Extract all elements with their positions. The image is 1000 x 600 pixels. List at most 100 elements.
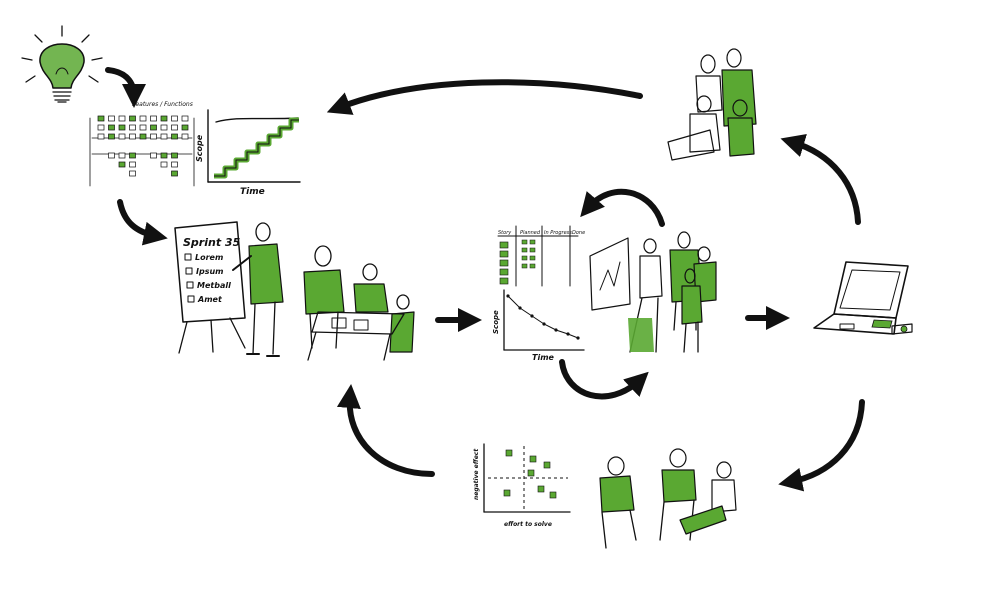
retro-note — [549, 491, 557, 499]
review-team — [667, 48, 757, 161]
release-step-line — [214, 119, 299, 177]
retro-notes — [503, 449, 557, 499]
retro-note — [505, 449, 513, 457]
laptop-icon — [813, 261, 913, 335]
retro-xlabel: effort to solve — [504, 521, 552, 528]
burndown-point — [506, 294, 510, 298]
backlog-card — [181, 124, 189, 131]
backlog-card — [150, 152, 157, 159]
backlog-card — [171, 161, 178, 168]
board-card — [499, 277, 509, 285]
board-column: Story — [498, 230, 512, 236]
backlog-card — [118, 124, 126, 131]
retro-note — [503, 489, 511, 497]
board-card — [499, 259, 509, 267]
backlog-card — [150, 133, 157, 140]
sprint-item: Amet — [197, 295, 223, 304]
backlog-card — [108, 115, 115, 122]
backlog-card — [171, 170, 178, 177]
backlog-card — [118, 152, 126, 159]
sprint-items: Lorem Ipsum Metball Amet — [184, 253, 231, 304]
backlog-card — [118, 133, 126, 140]
backlog-card — [139, 115, 147, 122]
backlog-card — [129, 133, 136, 140]
backlog-card — [129, 152, 136, 159]
sprint-item: Lorem — [195, 253, 223, 262]
backlog-card — [108, 152, 115, 159]
board-cards — [499, 239, 536, 285]
release-ylabel: Scope — [195, 134, 204, 162]
sprint-planning-flipchart: Sprint 35 Lorem Ipsum Metball Amet — [174, 221, 246, 354]
backlog-card — [171, 124, 178, 131]
planning-team — [303, 245, 415, 361]
burndown-point — [566, 332, 570, 336]
board-column: Planned — [520, 230, 541, 236]
daily-team — [589, 231, 717, 353]
release-steps — [214, 117, 299, 179]
burndown-series — [506, 294, 580, 340]
retro-note — [527, 469, 535, 477]
backlog-card — [129, 115, 136, 122]
backlog-heading: Features / Functions — [132, 101, 193, 108]
backlog-card — [139, 124, 147, 131]
presenter-figure — [232, 222, 284, 357]
board-card — [529, 239, 536, 245]
product-backlog: Features / Functions — [89, 101, 195, 187]
backlog-card — [97, 115, 105, 122]
retro-ylabel: negative effect — [473, 448, 480, 500]
backlog-card — [97, 133, 105, 140]
board-card — [499, 241, 509, 249]
board-column: Done — [572, 230, 585, 236]
backlog-card — [118, 115, 126, 122]
board-card — [499, 250, 509, 258]
backlog-card — [160, 115, 168, 122]
backlog-card — [129, 124, 136, 131]
burndown-chart: Scope Time — [492, 289, 585, 362]
arrow-increment-to-retro — [778, 399, 865, 492]
backlog-card — [139, 133, 147, 140]
process-arrows — [105, 67, 865, 492]
burndown-xlabel: Time — [532, 353, 555, 362]
backlog-card — [129, 161, 136, 168]
backlog-card — [160, 161, 168, 168]
backlog-card — [160, 124, 168, 131]
arrow-backlog-to-planning — [117, 199, 168, 246]
board-column: In Progress — [544, 230, 572, 236]
board-card — [521, 255, 528, 261]
retro-note — [537, 485, 545, 493]
arrow-increment-to-review — [780, 133, 861, 225]
board-card — [529, 255, 536, 261]
arrow-retro-to-planning — [336, 384, 435, 477]
board-card — [529, 247, 536, 253]
burndown-line-path — [507, 295, 579, 339]
retro-note — [543, 461, 551, 469]
backlog-card — [108, 133, 115, 140]
backlog-card — [150, 124, 157, 131]
backlog-card — [97, 124, 105, 131]
backlog-card — [118, 161, 126, 168]
backlog-card — [171, 115, 178, 122]
retro-team — [599, 448, 737, 549]
release-xlabel: Time — [240, 187, 265, 197]
board-card — [521, 247, 528, 253]
retro-note — [529, 455, 537, 463]
task-board: Story Planned In Progress Done — [497, 225, 585, 287]
release-chart: Scope Time — [195, 109, 301, 197]
sprint-item: Metball — [197, 281, 231, 290]
backlog-card — [129, 170, 136, 177]
backlog-card — [181, 133, 189, 140]
backlog-card — [160, 133, 168, 140]
burndown-ylabel: Scope — [492, 310, 500, 334]
board-card — [521, 263, 528, 269]
burndown-point — [518, 306, 522, 310]
retro-matrix: negative effect effort to solve — [473, 443, 571, 528]
backlog-card — [150, 115, 157, 122]
arrow-review-to-backlog — [326, 79, 643, 115]
backlog-card — [108, 124, 115, 131]
backlog-cards — [97, 115, 189, 177]
backlog-card — [160, 152, 168, 159]
burndown-point — [554, 328, 558, 332]
backlog-card — [181, 115, 189, 122]
board-card — [529, 263, 536, 269]
